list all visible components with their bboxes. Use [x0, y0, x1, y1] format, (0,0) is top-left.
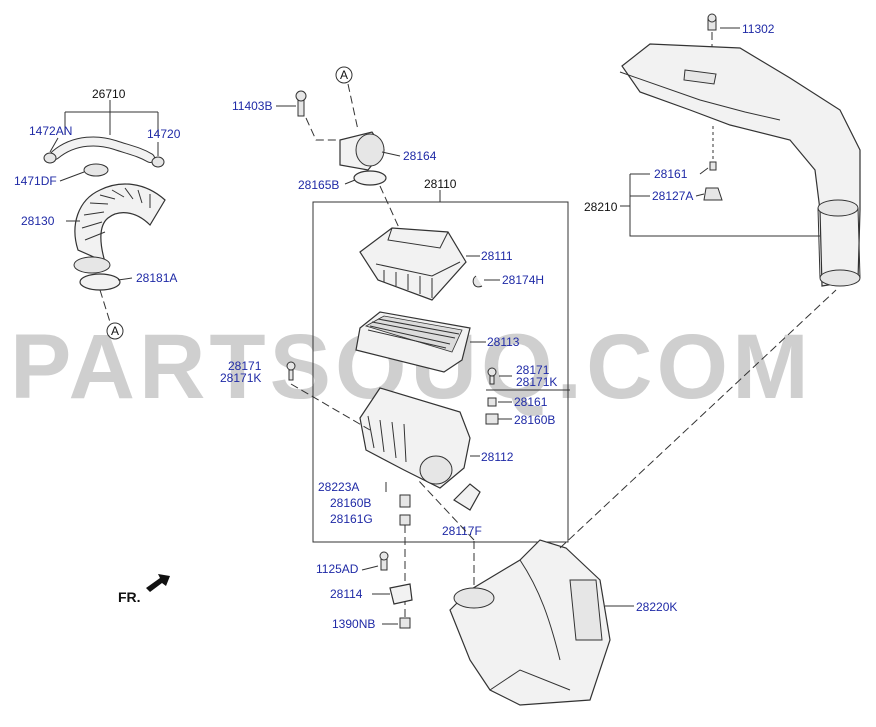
label-28171K-left: 28171K: [220, 371, 261, 385]
label-28161G: 28161G: [330, 512, 373, 526]
label-28161-right: 28161: [514, 395, 548, 409]
ref-a-upper: A: [340, 68, 348, 82]
seal-28117F: [453, 483, 481, 511]
label-28171K-right: 28171K: [516, 375, 557, 389]
label-28160B-bottom: 28160B: [330, 496, 371, 510]
label-28117F: 28117F: [442, 524, 482, 538]
label-28111: 28111: [481, 249, 513, 263]
grommet-28161-right: [487, 397, 497, 407]
intake-hose-28130: [74, 183, 166, 264]
clamp-28181A: [79, 273, 121, 291]
right-fasteners: [485, 367, 570, 425]
air-duct-group: [619, 13, 861, 287]
air-cleaner-cover: [359, 227, 500, 301]
grommet-28161-top: [709, 161, 717, 171]
label-28164: 28164: [403, 149, 437, 163]
label-28181A: 28181A: [136, 271, 177, 285]
resonator-inlet: [453, 587, 495, 609]
label-1125AD: 1125AD: [316, 562, 359, 576]
label-28112: 28112: [481, 450, 514, 464]
label-28160B-right: 28160B: [514, 413, 555, 427]
grommet-28160B-right: [485, 413, 499, 425]
front-arrow-icon: [146, 574, 170, 592]
direction-label: FR.: [118, 589, 141, 605]
nut-1390NB: [399, 617, 411, 629]
ref-a-lower: A: [111, 324, 119, 338]
label-28171-right: 28171: [516, 363, 550, 377]
label-28130: 28130: [21, 214, 55, 228]
clip-28174H: [472, 275, 483, 288]
label-28114: 28114: [330, 587, 363, 601]
outlet-port: [419, 455, 453, 485]
label-28220K: 28220K: [636, 600, 677, 614]
bolt-28171-right: [487, 367, 497, 377]
hose-end-ring: [73, 256, 111, 274]
filter-element: [355, 311, 486, 373]
intake-hose-group: 26710: [43, 87, 166, 323]
resonator-group: [417, 289, 837, 706]
bracket-group: [361, 525, 413, 629]
callout-28210: 28210: [584, 200, 618, 214]
grommet-28160B: [399, 494, 411, 508]
bracket-28114: [389, 583, 413, 605]
bolt-28171-left: [286, 361, 371, 431]
grommet-28127A: [703, 187, 723, 201]
label-11403B: 11403B: [232, 99, 272, 113]
label-28127A: 28127A: [652, 189, 693, 203]
label-1472AN: 1472AN: [29, 124, 72, 138]
label-28174H: 28174H: [502, 273, 544, 287]
label-28171-left: 28171: [228, 359, 262, 373]
ref-circle-a-upper: [335, 66, 353, 84]
label-28223A: 28223A: [318, 480, 359, 494]
label-28161-top: 28161: [654, 167, 688, 181]
callout-26710: 26710: [92, 87, 126, 101]
hose-clamp-left: [43, 152, 57, 164]
label-28113: 28113: [487, 335, 520, 349]
cover-28111: [359, 227, 467, 301]
clamp-1471DF: [83, 163, 109, 177]
label-14720: 14720: [147, 127, 181, 141]
label-1471DF: 1471DF: [14, 174, 57, 188]
hose-clamp-right: [151, 156, 165, 168]
bush-28161G: [399, 514, 411, 526]
air-flow-sensor: [276, 90, 401, 231]
label-1390NB: 1390NB: [332, 617, 375, 631]
label-28165B: 28165B: [298, 178, 339, 192]
air-cleaner-body: [359, 387, 481, 526]
label-11302: 11302: [742, 22, 775, 36]
ref-circle-a-lower: [106, 322, 124, 340]
gasket-28165B: [353, 170, 387, 186]
callout-28110: 28110: [424, 177, 457, 191]
air-duct-28210: [621, 43, 861, 287]
